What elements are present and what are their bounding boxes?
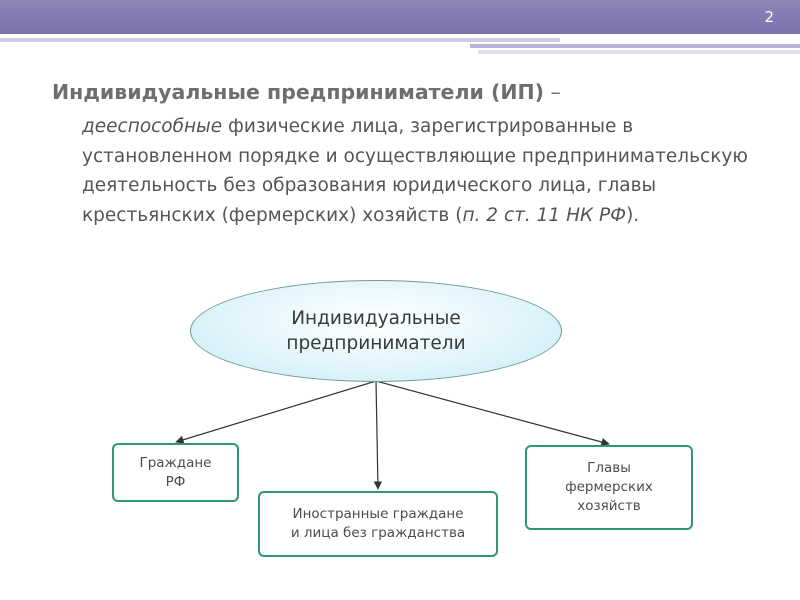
header-bar: 2 <box>0 0 800 34</box>
decor-stripe <box>470 44 800 48</box>
root-node-line: предприниматели <box>286 333 466 354</box>
definition-body-text: физические лица, зарегистрированные в ус… <box>82 116 748 226</box>
decor-stripe <box>0 38 560 42</box>
node-line: фермерских <box>565 479 653 495</box>
definition-closing: ). <box>626 204 640 226</box>
root-node-line: Индивидуальные <box>291 308 461 329</box>
node-line: Главы <box>587 460 631 476</box>
definition-heading: Индивидуальные предприниматели (ИП) – <box>52 80 752 104</box>
node-foreigners: Иностранные граждане и лица без гражданс… <box>258 491 498 557</box>
connector-arrow-left <box>175 380 377 444</box>
decor-stripe <box>478 50 800 54</box>
node-farm-heads: Главы фермерских хозяйств <box>525 445 693 530</box>
node-citizens: Граждане РФ <box>112 443 239 502</box>
definition-citation: п. 2 ст. 11 НК РФ <box>462 204 627 226</box>
node-line: и лица без гражданства <box>290 525 466 541</box>
definition-italic-word: дееспособные <box>82 116 223 137</box>
definition-dash: – <box>544 80 561 104</box>
slide-number: 2 <box>764 8 774 26</box>
definition-body: дееспособные физические лица, зарегистри… <box>82 112 762 230</box>
definition-term: Индивидуальные предприниматели (ИП) <box>52 80 545 104</box>
node-line: РФ <box>165 473 186 490</box>
node-line: Граждане <box>139 454 212 471</box>
root-node: Индивидуальные предприниматели <box>190 280 562 382</box>
connector-arrow-right <box>375 380 610 447</box>
node-line: хозяйств <box>577 498 641 514</box>
connector-arrow-center <box>373 380 383 490</box>
node-line: Иностранные граждане <box>292 506 464 522</box>
